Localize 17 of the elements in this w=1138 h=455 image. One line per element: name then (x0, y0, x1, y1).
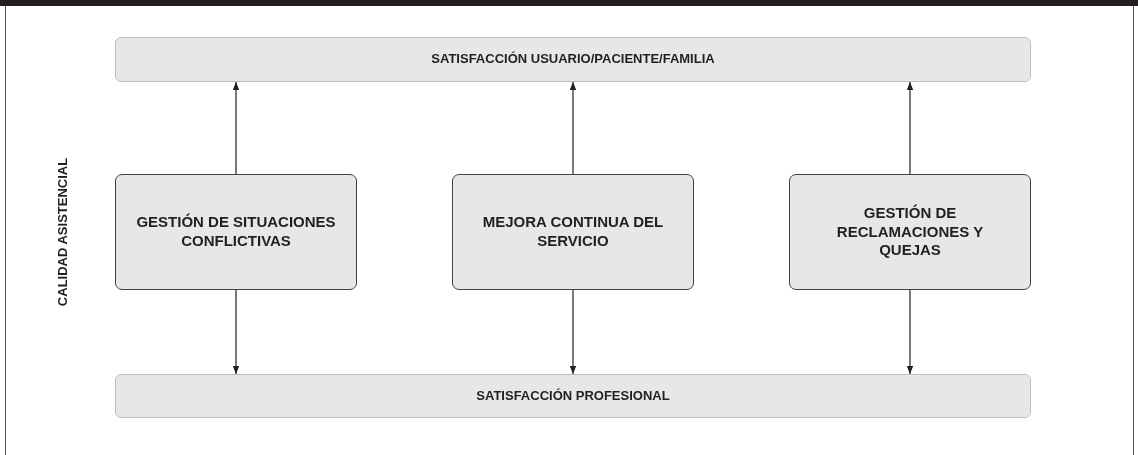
arrow (569, 289, 577, 375)
node-text: GESTIÓN DE RECLAMACIONES Y QUEJAS (835, 203, 985, 261)
node-text: SATISFACCIÓN USUARIO/PACIENTE/FAMILIA (431, 51, 715, 68)
arrow (906, 81, 914, 175)
band-box (115, 374, 1031, 418)
process-box (452, 174, 694, 290)
process-box (789, 174, 1031, 290)
arrow (569, 81, 577, 175)
band-box (115, 37, 1031, 82)
arrow (232, 289, 240, 375)
node-text: MEJORA CONTINUA DEL SERVICIO (481, 213, 665, 251)
process-box (115, 174, 357, 290)
arrow (232, 81, 240, 175)
arrow (906, 289, 914, 375)
side-label: CALIDAD ASISTENCIAL (54, 157, 70, 307)
node-text: GESTIÓN DE SITUACIONES CONFLICTIVAS (135, 213, 337, 251)
node-text: SATISFACCIÓN PROFESIONAL (476, 387, 670, 405)
